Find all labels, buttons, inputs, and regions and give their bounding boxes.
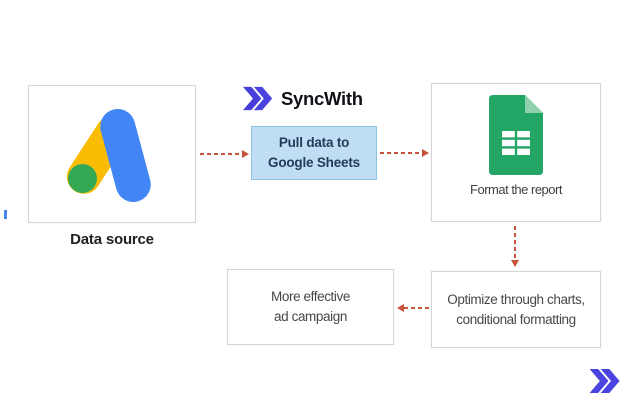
google-ads-green-dot	[68, 164, 97, 193]
arrow-datasource-to-pull	[200, 153, 242, 155]
syncwith-corner-chevron-icon	[589, 369, 620, 393]
arrowhead-down-icon	[511, 260, 519, 267]
syncwith-logo: SyncWith	[243, 86, 363, 111]
google-ads-icon	[59, 102, 163, 206]
arrow-optimize-to-campaign	[404, 307, 430, 309]
format-report-label: Format the report	[470, 182, 562, 197]
arrowhead-right-icon	[242, 150, 249, 158]
cursor-tick	[4, 210, 7, 219]
data-source-box	[28, 85, 196, 223]
arrowhead-right-icon	[422, 149, 429, 157]
campaign-box: More effective ad campaign	[227, 269, 394, 345]
data-source-label: Data source	[70, 231, 154, 248]
optimize-line2: conditional formatting	[456, 311, 576, 327]
syncwith-chevron-icon	[243, 86, 273, 111]
pull-data-box: Pull data to Google Sheets	[251, 126, 377, 180]
optimize-box: Optimize through charts, conditional for…	[431, 271, 601, 348]
google-sheets-icon	[489, 95, 543, 175]
arrow-sheets-to-optimize	[514, 226, 516, 260]
format-report-box: Format the report	[431, 83, 601, 222]
campaign-line2: ad campaign	[274, 309, 347, 324]
arrowhead-left-icon	[397, 304, 404, 312]
campaign-line1: More effective	[271, 289, 350, 305]
pull-data-line1: Pull data to	[278, 134, 350, 150]
pull-data-line2: Google Sheets	[268, 155, 360, 170]
optimize-line1: Optimize through charts,	[447, 291, 585, 307]
arrow-pull-to-sheets	[380, 152, 422, 154]
syncwith-brand-name: SyncWith	[281, 87, 363, 109]
